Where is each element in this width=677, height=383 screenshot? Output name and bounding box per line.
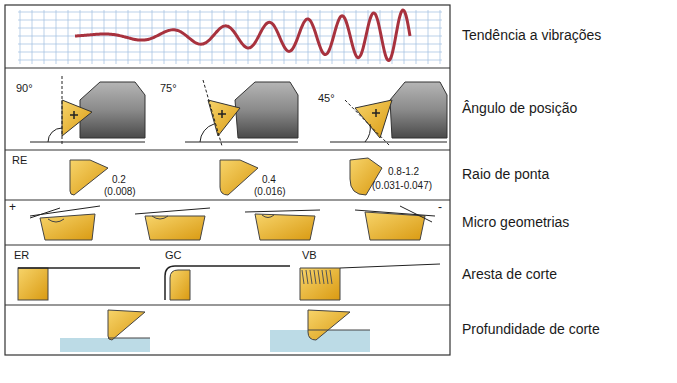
figure-label: 45° [318, 92, 335, 104]
cutting-edges [18, 264, 440, 300]
figure-label: 0.2 [112, 174, 126, 185]
wear-hatch [322, 270, 324, 284]
grid [18, 10, 442, 64]
row-label: Aresta de corte [462, 267, 557, 282]
wear-hatch [302, 270, 304, 284]
grid-line [20, 10, 21, 64]
figure-label: 75° [160, 82, 177, 94]
row-label: Raio de ponta [462, 167, 549, 182]
figure-label: + [9, 201, 16, 214]
figure-label: RE [12, 154, 27, 166]
row-label: Micro geometrias [462, 215, 569, 230]
grid-line [164, 10, 165, 64]
depth-of-cut [60, 310, 370, 352]
grid-line [104, 10, 105, 64]
figure-label: VB [302, 249, 317, 261]
figure-label: (0.031-0.047) [372, 180, 432, 191]
wear-hatch [310, 270, 312, 284]
micro-geometries [30, 206, 435, 240]
figure-label: 0.8-1.2 [388, 166, 419, 177]
vibration-wave [75, 10, 410, 60]
grid-line [428, 10, 429, 64]
grid-line [140, 10, 141, 64]
grid-line [368, 10, 369, 64]
wave-line [75, 10, 410, 60]
grid-line [44, 10, 45, 64]
grid-line [32, 10, 33, 64]
grid-line [18, 52, 442, 53]
grid-line [416, 10, 417, 64]
wear-hatch [318, 270, 320, 284]
figure-label: (0.016) [254, 186, 286, 197]
grid-line [224, 10, 225, 64]
grid-line [56, 10, 57, 64]
grid-line [18, 12, 442, 13]
wear-hatch [326, 270, 328, 284]
grid-line [296, 10, 297, 64]
row-label: Profundidade de corte [462, 322, 600, 337]
figure-label: ER [14, 249, 29, 261]
grid-line [248, 10, 249, 64]
wear-hatch [330, 270, 332, 284]
table-frame [5, 5, 450, 355]
grid-line [284, 10, 285, 64]
row-label: Ângulo de posição [462, 101, 577, 116]
grid-line [200, 10, 201, 64]
grid-line [68, 10, 69, 64]
grid-line [116, 10, 117, 64]
wear-hatch [306, 270, 308, 284]
grid-line [404, 10, 405, 64]
figure-label: - [438, 201, 442, 214]
figure-label: 0.4 [262, 174, 276, 185]
grid-line [18, 44, 442, 45]
grid-line [92, 10, 93, 64]
wear-hatch [314, 270, 316, 284]
figure-label: GC [165, 249, 182, 261]
grid-line [440, 10, 441, 64]
grid-line [320, 10, 321, 64]
figure-label: 90° [16, 82, 33, 94]
grid-line [272, 10, 273, 64]
figure-label: (0.008) [104, 186, 136, 197]
grid-line [176, 10, 177, 64]
row-label: Tendência a vibrações [462, 28, 601, 43]
grid-line [18, 60, 442, 61]
tool-holders [30, 76, 447, 146]
